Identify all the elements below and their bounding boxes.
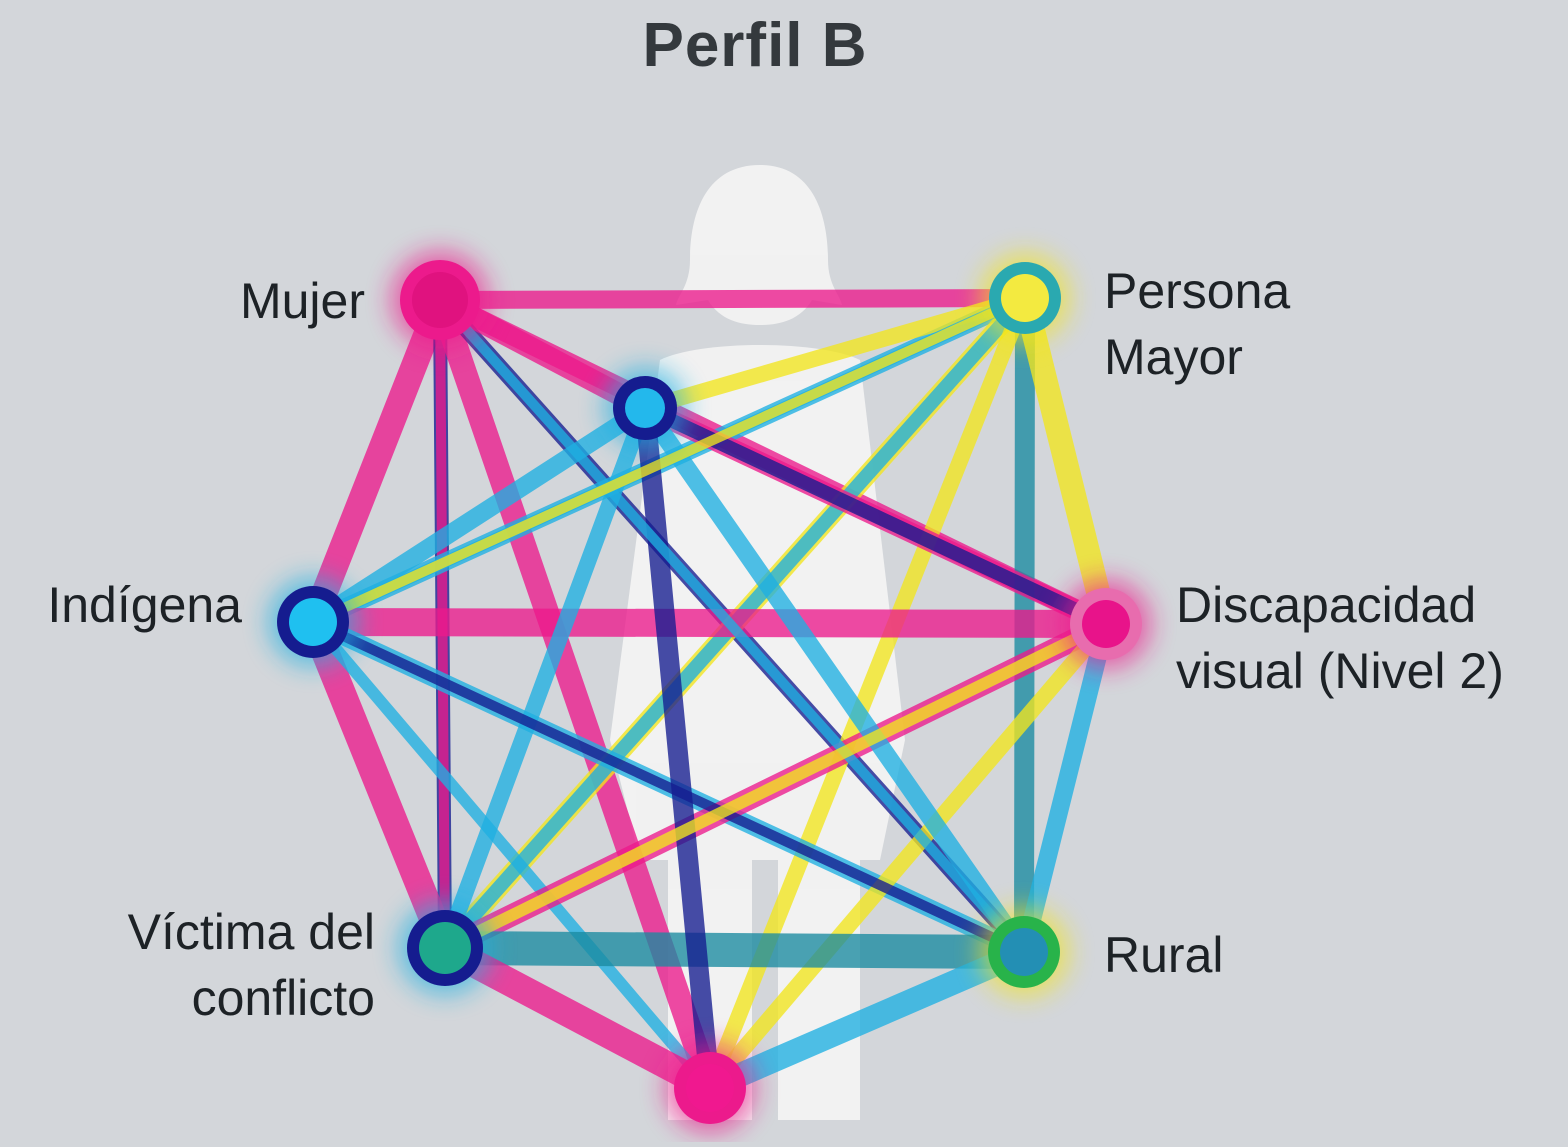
node-bottom bbox=[664, 1042, 756, 1134]
edges-layer bbox=[299, 286, 1120, 1102]
edge-rural-bottom bbox=[698, 940, 1036, 1100]
edge-persona-mayor-discapacidad bbox=[1013, 286, 1118, 636]
node-discapacidad bbox=[1060, 578, 1152, 670]
edge-victima-bottom bbox=[431, 934, 724, 1102]
edge-victima-rural bbox=[428, 931, 1041, 969]
label-line: Mujer bbox=[239, 273, 365, 329]
edge-indigena-persona-mayor bbox=[308, 293, 1030, 627]
edge-mujer-indigena bbox=[300, 287, 453, 635]
edge-inner-top-discapacidad bbox=[638, 401, 1113, 631]
page-title: Perfil B bbox=[642, 11, 868, 80]
node-core bbox=[419, 922, 471, 974]
edge-rural-inner-top bbox=[636, 399, 1033, 961]
edge-persona-mayor-inner-top bbox=[637, 290, 1033, 416]
node-core bbox=[289, 598, 337, 646]
label-line: Rural bbox=[1104, 927, 1224, 983]
node-label-rural: Rural bbox=[1104, 922, 1223, 988]
node-core bbox=[1082, 600, 1130, 648]
label-line: Discapacidad bbox=[1176, 577, 1477, 633]
label-line: Víctima del bbox=[127, 904, 375, 960]
node-indigena bbox=[267, 576, 359, 668]
node-mujer bbox=[390, 250, 490, 350]
nodes-layer bbox=[267, 250, 1152, 1134]
label-line: visual (Nivel 2) bbox=[1176, 643, 1504, 699]
label-line: Persona bbox=[1104, 263, 1291, 319]
node-persona-mayor bbox=[979, 252, 1071, 344]
node-label-victima: Víctima del conflicto bbox=[70, 899, 375, 1031]
node-label-mujer: Mujer bbox=[200, 268, 365, 334]
edge-inner-top-bottom bbox=[635, 398, 720, 1098]
node-core bbox=[1001, 274, 1049, 322]
edge-indigena-victima bbox=[299, 608, 459, 962]
node-core bbox=[625, 388, 665, 428]
edge-indigena-bottom bbox=[307, 616, 716, 1094]
edge-rural-indigena bbox=[308, 617, 1029, 957]
edge-indigena-discapacidad bbox=[299, 608, 1120, 638]
edge-mujer-rural bbox=[435, 295, 1029, 957]
node-victima bbox=[397, 900, 493, 996]
label-line: Mayor bbox=[1104, 329, 1243, 385]
node-core bbox=[1000, 928, 1048, 976]
label-line: Indígena bbox=[47, 577, 242, 633]
edge-mujer-persona-mayor bbox=[431, 289, 1034, 309]
edge-discapacidad-rural bbox=[1015, 615, 1115, 961]
label-line: conflicto bbox=[191, 970, 375, 1026]
node-label-indigena: Indígena bbox=[20, 572, 242, 638]
node-inner-top bbox=[603, 366, 687, 450]
edge-victima-discapacidad bbox=[439, 618, 1112, 954]
node-core bbox=[686, 1064, 734, 1112]
edge-indigena-inner-top bbox=[304, 399, 654, 631]
node-core bbox=[412, 272, 468, 328]
edge-discapacidad-bottom bbox=[702, 616, 1114, 1096]
node-label-discapacidad: Discapacidad visual (Nivel 2) bbox=[1176, 572, 1504, 704]
node-rural bbox=[978, 906, 1070, 998]
node-label-persona-mayor: Persona Mayor bbox=[1104, 258, 1290, 390]
